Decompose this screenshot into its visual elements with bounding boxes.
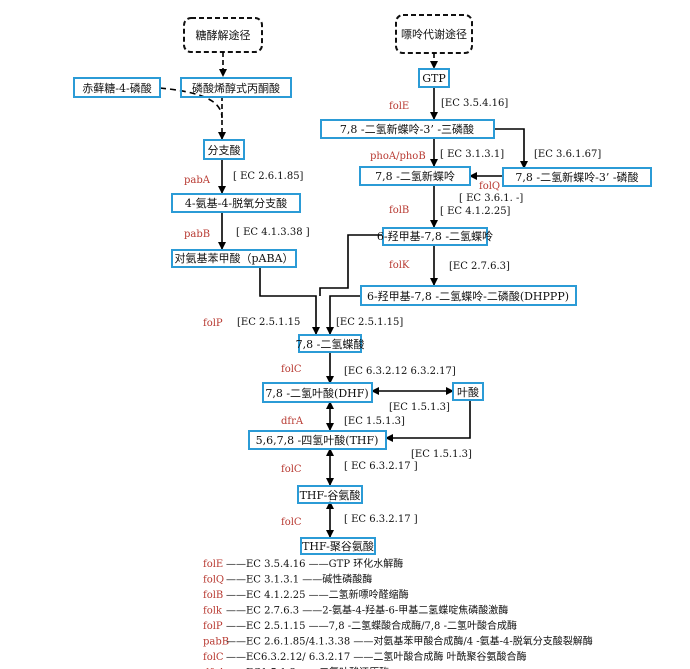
ec-folate-dhf: [EC 1.5.1.3] <box>389 402 450 413</box>
gene-folC-2: folC <box>281 464 302 475</box>
gene-folC-1: folC <box>281 364 302 375</box>
legend-gene: folC <box>203 652 224 663</box>
node-folate: 叶酸 <box>457 385 479 399</box>
ec-folQ-left: [ EC 3.6.1. -] <box>459 193 523 204</box>
gene-folP: folP <box>203 318 223 329</box>
ec-pabA: [ EC 2.6.1.85] <box>233 171 304 182</box>
ec-folC-2: [ EC 6.3.2.17 ] <box>344 461 418 472</box>
node-paba: 对氨基苯甲酸（pABA） <box>174 251 293 265</box>
legend-description: ——EC6.3.2.12/ 6.3.2.17 ——二氢叶酸合成酶 叶酰聚谷氨酸合… <box>226 650 527 663</box>
legend-gene: folQ <box>203 575 224 586</box>
gene-folB: folB <box>389 205 409 216</box>
node-erythrose-4-phosphate: 赤藓糖-4-磷酸 <box>82 81 151 95</box>
ec-folate-thf: [EC 1.5.1.3] <box>411 449 472 460</box>
legend-description: ——EC 2.5.1.15 ——7,8 -二氢蝶酸合成酶/7,8 -二氢叶酸合成… <box>226 619 517 632</box>
gene-folC-3: folC <box>281 517 302 528</box>
gene-folK: folK <box>389 260 410 271</box>
node-dihydropteroate: 7,8 -二氢蝶酸 <box>296 337 365 351</box>
pathway-arrows <box>159 52 528 538</box>
legend-gene: dfrA <box>203 668 226 669</box>
ec-folP-left: [EC 2.5.1.15 <box>237 317 300 328</box>
ec-dfrA: [EC 1.5.1.3] <box>344 416 405 427</box>
legend-gene: folk <box>203 606 223 617</box>
gene-pabA: pabA <box>184 175 211 186</box>
node-thf: 5,6,7,8 -四氢叶酸(THF) <box>256 433 379 447</box>
node-dhf: 7,8 -二氢叶酸(DHF) <box>265 386 368 400</box>
glycolysis-pathway-box: 糖酵解途径 <box>183 17 263 53</box>
node-pep: 磷酸烯醇式丙酮酸 <box>192 81 280 95</box>
legend-gene: folB <box>203 590 223 601</box>
gene-folE: folE <box>389 101 409 112</box>
legend-description: ——EC 2.6.1.85/4.1.3.38 ——对氨基苯甲酸合成酶/4 -氨基… <box>226 635 593 648</box>
gene-dfrA: dfrA <box>281 416 304 427</box>
node-chorismate: 分支酸 <box>208 143 241 157</box>
legend-description: ——EC 3.5.4.16 ——GTP 环化水解酶 <box>226 557 403 570</box>
compound-boxes <box>73 68 652 555</box>
ec-folQ-right: [EC 3.6.1.67] <box>534 149 601 160</box>
gene-folQ: folQ <box>479 181 500 192</box>
node-dhnmp: 7,8 -二氢新蝶呤-3’ -磷酸 <box>515 170 638 184</box>
node-thf-glu: THF-谷氨酸 <box>300 488 361 502</box>
ec-folK: [EC 2.7.6.3] <box>449 261 510 272</box>
node-dhntp: 7,8 -二氢新蝶呤-3’ -三磷酸 <box>340 122 474 136</box>
legend-gene: folP <box>203 621 223 632</box>
gene-labels: pabA pabB folE phoA/phoB folQ folB folK … <box>184 101 500 528</box>
node-dhn: 7,8 -二氢新蝶呤 <box>375 169 455 183</box>
legend-description: ——EC 3.1.3.1 ——碱性磷酸酶 <box>226 573 372 586</box>
ec-folC-3: [ EC 6.3.2.17 ] <box>344 514 418 525</box>
ec-folC-1: [EC 6.3.2.12 6.3.2.17] <box>344 366 456 377</box>
node-gtp: GTP <box>422 72 446 85</box>
ec-labels: [ EC 2.6.1.85] [ EC 4.1.3.38 ] [EC 3.5.4… <box>233 98 601 525</box>
legend-gene: folE <box>203 559 223 570</box>
ec-phoA: [ EC 3.1.3.1] <box>440 149 504 160</box>
node-thf-polyglu: THF-聚谷氨酸 <box>302 539 374 553</box>
glycolysis-label: 糖酵解途径 <box>196 28 251 42</box>
legend-gene: pabB <box>203 637 229 648</box>
purine-pathway-box: 嘌呤代谢途径 <box>395 14 473 54</box>
gene-phoA-phoB: phoA/phoB <box>370 151 426 162</box>
ec-folP-right: [EC 2.5.1.15] <box>336 317 403 328</box>
node-dhppp: 6-羟甲基-7,8 -二氢蝶呤-二磷酸(DHPPP) <box>367 289 569 303</box>
ec-pabB: [ EC 4.1.3.38 ] <box>236 227 310 238</box>
legend-description: ——EC 4.1.2.25 ——二氢新嘌呤醛缩酶 <box>226 588 409 601</box>
ec-folB: [ EC 4.1.2.25] <box>440 206 511 217</box>
gene-pabB: pabB <box>184 229 210 240</box>
legend-description: ——EC 2.7.6.3 ——2-氨基-4-羟基-6-甲基二氢蝶啶焦磷酸激酶 <box>226 604 508 617</box>
node-adc: 4-氨基-4-脱氧分支酸 <box>185 196 287 210</box>
ec-folE: [EC 3.5.4.16] <box>441 98 508 109</box>
legend-description: ——EC1.5.1.3 ——二氢叶酸还原酶 <box>226 666 389 669</box>
purine-label: 嘌呤代谢途径 <box>401 27 467 41</box>
node-hmdhp: 6-羟甲基-7,8 -二氢蝶呤 <box>377 229 493 243</box>
compound-labels: 赤藓糖-4-磷酸 磷酸烯醇式丙酮酸 分支酸 4-氨基-4-脱氧分支酸 对氨基苯甲… <box>82 72 638 553</box>
